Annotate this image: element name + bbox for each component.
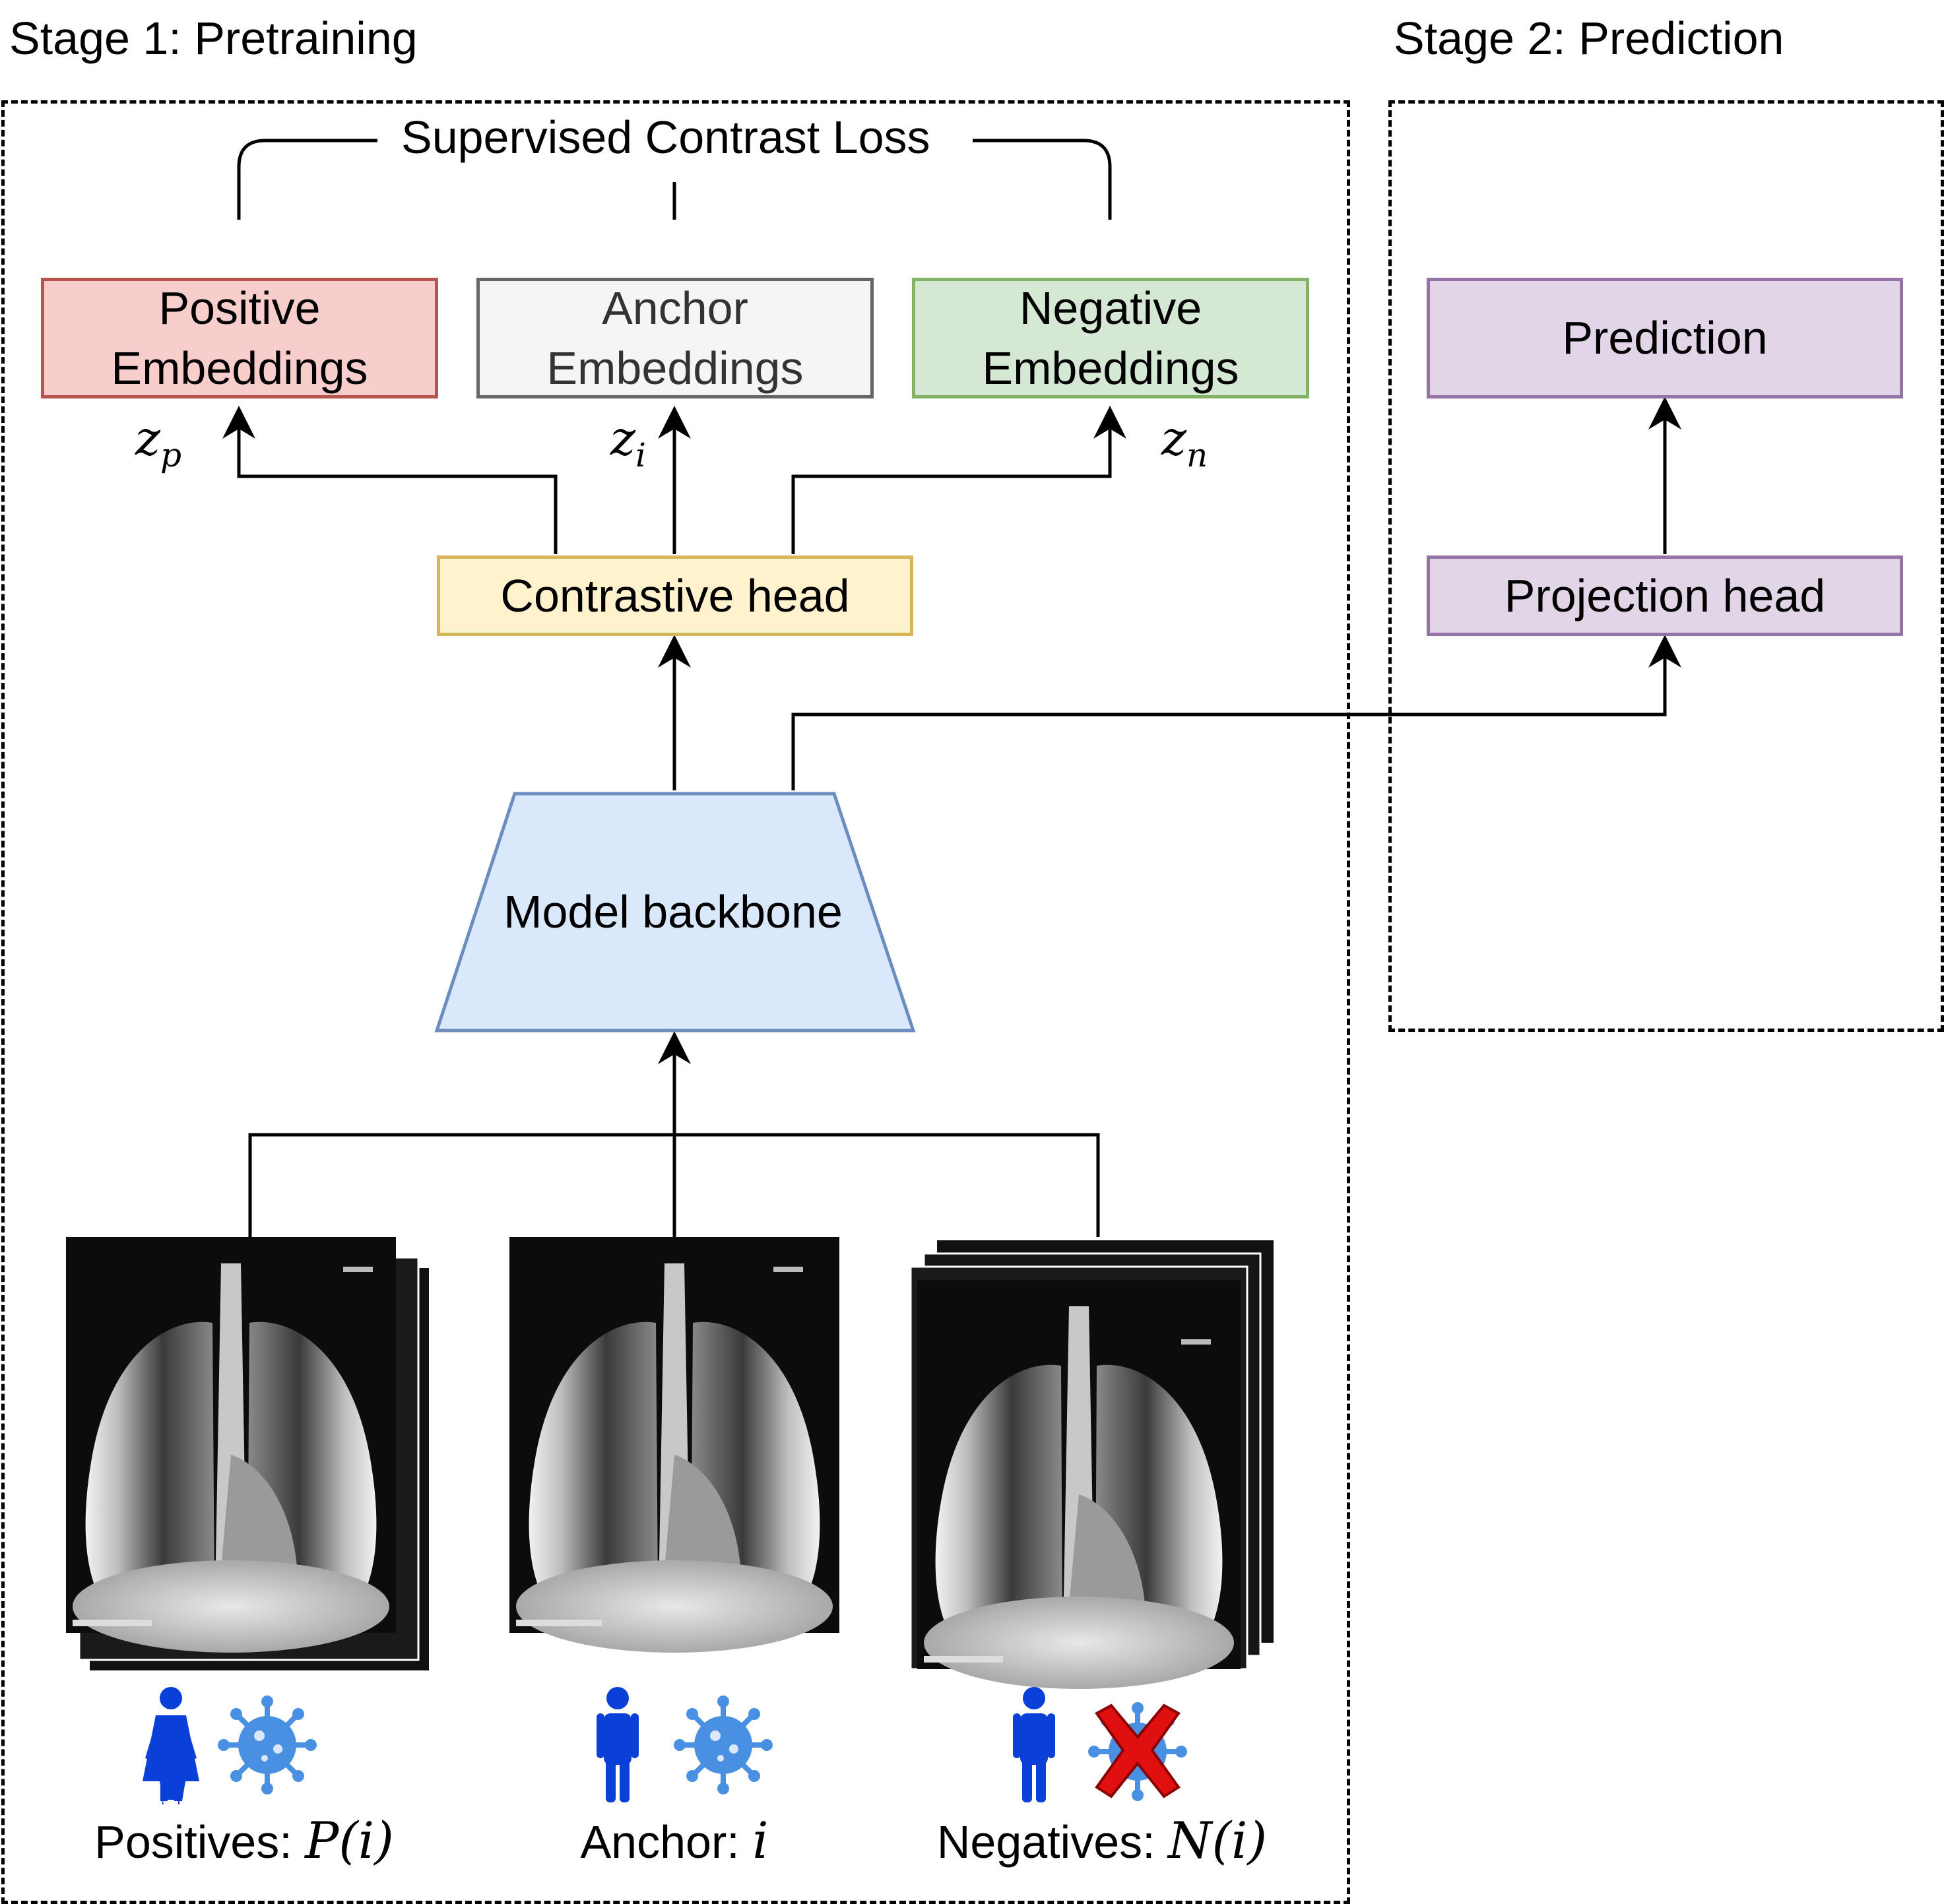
virus-icon-positive xyxy=(218,1696,317,1794)
negatives-caption-text: Negatives: xyxy=(936,1816,1169,1868)
z-positive-symbol: z xyxy=(135,410,160,466)
female-person-icon xyxy=(143,1687,199,1804)
arrow-to-positive xyxy=(222,406,558,554)
xray-positive xyxy=(66,1237,396,1653)
contrastive-head-label: Contrastive head xyxy=(500,569,850,621)
z-anchor-symbol: z xyxy=(610,410,635,466)
prediction-label: Prediction xyxy=(1562,312,1768,364)
z-negative-subscript: n xyxy=(1186,436,1208,474)
positives-caption-math: P(i) xyxy=(305,1811,394,1870)
negatives-caption: Negatives: N(i) xyxy=(937,1811,1267,1870)
anchor-embeddings-line1: Anchor xyxy=(602,282,748,334)
z-anchor-subscript: i xyxy=(635,436,646,474)
positive-embeddings-line2: Embeddings xyxy=(111,342,368,394)
stage1-title: Stage 1: Pretraining xyxy=(9,13,418,64)
stage2-panel xyxy=(1388,100,1944,1032)
projection-head-label: Projection head xyxy=(1504,569,1826,621)
male-person-icon-negative xyxy=(1013,1687,1055,1802)
z-positive-subscript: p xyxy=(160,436,181,474)
model-backbone-shape xyxy=(434,792,916,1032)
positive-embeddings-line1: Positive xyxy=(158,282,321,334)
supervised-contrast-loss-label: Supervised Contrast Loss xyxy=(388,111,944,164)
xray-anchor xyxy=(509,1237,839,1653)
projection-head-box: Projection head xyxy=(1427,555,1903,636)
negative-embeddings-box: Negative Embeddings xyxy=(912,278,1309,398)
prediction-box: Prediction xyxy=(1427,278,1903,398)
xray-stack-negatives xyxy=(909,1240,1274,1689)
red-x-icon xyxy=(1095,1703,1181,1798)
contrastive-head-box: Contrastive head xyxy=(437,555,913,636)
z-anchor-label: zi xyxy=(610,410,646,474)
negatives-caption-math: N(i) xyxy=(1168,1811,1268,1870)
anchor-caption-math: i xyxy=(752,1811,769,1870)
positives-caption-text: Positives: xyxy=(94,1816,306,1868)
loss-bracket-right xyxy=(973,139,1112,220)
z-negative-label: zn xyxy=(1161,410,1208,474)
positive-embeddings-box: Positive Embeddings xyxy=(41,278,438,398)
arrow-backbone-to-projection xyxy=(791,635,1681,790)
anchor-caption-text: Anchor: xyxy=(580,1816,753,1868)
positives-caption: Positives: P(i) xyxy=(94,1811,394,1870)
negative-embeddings-line1: Negative xyxy=(1019,282,1202,334)
virus-icon-anchor xyxy=(674,1696,773,1794)
loss-bracket-left xyxy=(237,139,377,220)
xray-negative xyxy=(917,1280,1241,1689)
xray-stack-positives xyxy=(66,1237,429,1670)
anchor-caption: Anchor: i xyxy=(580,1811,768,1870)
model-backbone-label: Model backbone xyxy=(503,886,843,937)
arrow-to-negative xyxy=(791,406,1126,554)
male-person-icon-anchor xyxy=(597,1687,639,1802)
negative-embeddings-line2: Embeddings xyxy=(982,342,1239,394)
z-positive-label: zp xyxy=(135,410,181,474)
anchor-embeddings-box: Anchor Embeddings xyxy=(476,278,874,398)
stage1-panel xyxy=(1,100,1350,1904)
z-negative-symbol: z xyxy=(1161,410,1186,466)
stage2-title: Stage 2: Prediction xyxy=(1394,13,1784,64)
anchor-embeddings-line2: Embeddings xyxy=(546,342,804,394)
